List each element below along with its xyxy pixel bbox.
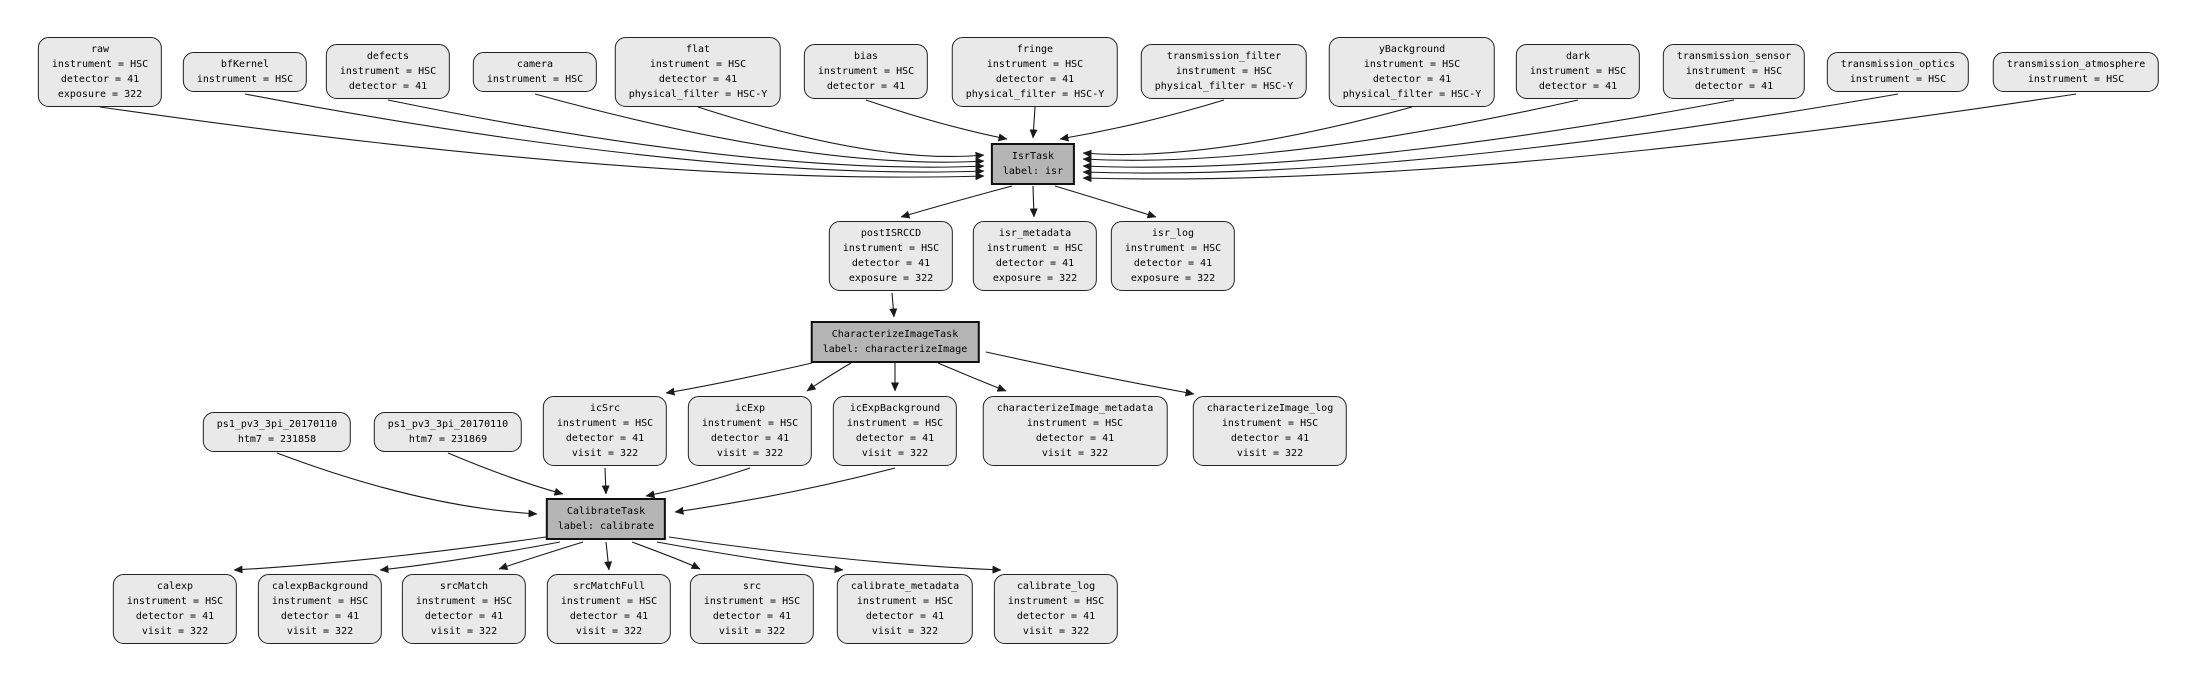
edge-isrTask-to-postISRCCD — [900, 185, 1013, 219]
node-bfKernel: bfKernel instrument = HSC — [182, 52, 308, 92]
edge-transmission_filter-to-isrTask — [1059, 99, 1225, 142]
edge-characterizeImageTask-to-icExp — [806, 362, 852, 392]
edge-calibrateTask-to-calexp — [233, 536, 547, 574]
edge-ps1_a-to-calibrateTask — [276, 452, 538, 518]
edge-flat-to-isrTask — [697, 106, 985, 160]
edge-yBackground-to-isrTask — [1082, 106, 1413, 158]
node-src: src instrument = HSC detector = 41 visit… — [689, 574, 815, 644]
edge-isrTask-to-isr_log — [1054, 185, 1157, 219]
node-postISRCCD: postISRCCD instrument = HSC detector = 4… — [828, 221, 954, 291]
node-srcMatch: srcMatch instrument = HSC detector = 41 … — [401, 574, 527, 644]
edge-characterizeImageTask-to-characterizeImage_metadata — [937, 362, 1007, 392]
node-flat: flat instrument = HSC detector = 41 phys… — [614, 37, 782, 107]
edge-ps1_b-to-calibrateTask — [447, 452, 564, 496]
node-camera: camera instrument = HSC — [472, 52, 598, 92]
edge-calibrateTask-to-calibrate_log — [668, 536, 1002, 574]
edge-calibrateTask-to-calibrate_metadata — [656, 541, 844, 574]
node-isr_metadata: isr_metadata instrument = HSC detector =… — [972, 221, 1098, 291]
node-isr_log: isr_log instrument = HSC detector = 41 e… — [1110, 221, 1236, 291]
edge-bfKernel-to-isrTask — [244, 93, 985, 176]
edge-calibrateTask-to-srcMatch — [498, 541, 584, 570]
node-calexpBackground: calexpBackground instrument = HSC detect… — [257, 574, 383, 644]
node-icExpBackground: icExpBackground instrument = HSC detecto… — [832, 396, 958, 466]
node-icExp: icExp instrument = HSC detector = 41 vis… — [687, 396, 813, 466]
node-calibrate_metadata: calibrate_metadata instrument = HSC dete… — [836, 574, 974, 644]
edge-icExp-to-calibrateTask — [645, 467, 751, 499]
edge-characterizeImageTask-to-characterizeImage_log — [985, 351, 1195, 397]
node-transmission_atmosphere: transmission_atmosphere instrument = HSC — [1992, 52, 2160, 92]
node-dark: dark instrument = HSC detector = 41 — [1515, 44, 1641, 99]
node-isrTask: IsrTask label: isr — [990, 143, 1076, 185]
edge-characterizeImageTask-to-icSrc — [665, 362, 813, 396]
edge-isrTask-to-isr_metadata — [1029, 185, 1038, 218]
edge-postISRCCD-to-characterizeImageTask — [889, 292, 898, 318]
edge-bias-to-isrTask — [865, 99, 1008, 142]
node-yBackground: yBackground instrument = HSC detector = … — [1328, 37, 1496, 107]
node-characterizeImage_log: characterizeImage_log instrument = HSC d… — [1192, 396, 1348, 466]
edge-transmission_optics-to-isrTask — [1082, 93, 1899, 177]
node-defects: defects instrument = HSC detector = 41 — [325, 44, 451, 99]
edge-dark-to-isrTask — [1082, 99, 1579, 164]
edge-camera-to-isrTask — [534, 93, 985, 166]
edge-calibrateTask-to-src — [631, 541, 701, 570]
node-characterizeImageTask: CharacterizeImageTask label: characteriz… — [810, 321, 980, 363]
node-transmission_sensor: transmission_sensor instrument = HSC det… — [1662, 44, 1806, 99]
node-calexp: calexp instrument = HSC detector = 41 vi… — [112, 574, 238, 644]
node-icSrc: icSrc instrument = HSC detector = 41 vis… — [542, 396, 668, 466]
node-calibrateTask: CalibrateTask label: calibrate — [545, 498, 667, 540]
node-transmission_optics: transmission_optics instrument = HSC — [1826, 52, 1970, 92]
node-calibrate_log: calibrate_log instrument = HSC detector … — [993, 574, 1119, 644]
node-ps1_pv3_3pi_20170110-231858: ps1_pv3_3pi_20170110 htm7 = 231858 — [202, 412, 352, 452]
node-characterizeImage_metadata: characterizeImage_metadata instrument = … — [982, 396, 1168, 466]
node-fringe: fringe instrument = HSC detector = 41 ph… — [951, 37, 1119, 107]
edge-icSrc-to-calibrateTask — [601, 467, 610, 495]
node-srcMatchFull: srcMatchFull instrument = HSC detector =… — [546, 574, 672, 644]
edge-fringe-to-isrTask — [1029, 106, 1038, 139]
edge-transmission_sensor-to-isrTask — [1082, 99, 1735, 171]
edge-calibrateTask-to-srcMatchFull — [604, 541, 613, 571]
edge-icExpBackground-to-calibrateTask — [674, 467, 896, 515]
node-transmission_filter: transmission_filter instrument = HSC phy… — [1140, 44, 1308, 99]
edge-raw-to-isrTask — [99, 106, 985, 181]
node-ps1_pv3_3pi_20170110-231869: ps1_pv3_3pi_20170110 htm7 = 231869 — [373, 412, 523, 452]
node-raw: raw instrument = HSC detector = 41 expos… — [37, 37, 163, 107]
edge-defects-to-isrTask — [387, 99, 985, 171]
edge-calibrateTask-to-calexpBackground — [379, 541, 561, 574]
edge-transmission_atmosphere-to-isrTask — [1082, 93, 2077, 183]
node-bias: bias instrument = HSC detector = 41 — [803, 44, 929, 99]
